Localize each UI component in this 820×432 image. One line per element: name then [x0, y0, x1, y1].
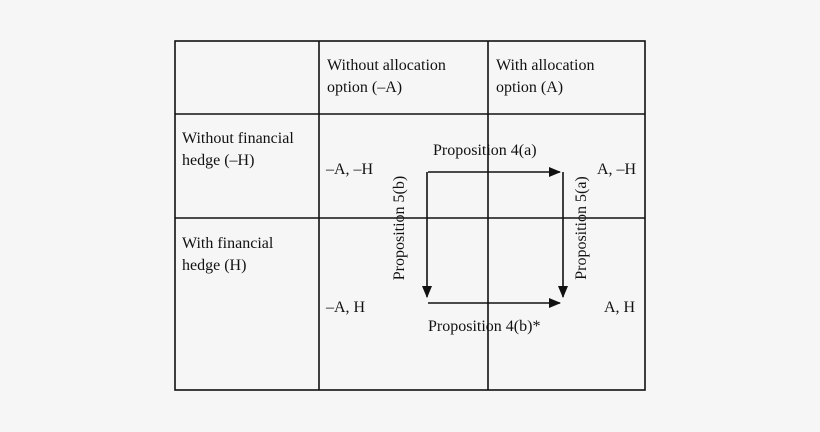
proposition-label-bottom: Proposition 4(b)*	[428, 318, 541, 335]
column-header-line: With allocation	[496, 57, 595, 74]
row-header-with-hedge: With financial hedge (H)	[182, 233, 316, 277]
state-label-top-right: A, –H	[597, 161, 637, 178]
column-header-line: option (–A)	[327, 79, 403, 96]
column-header-line: Without allocation	[327, 57, 446, 74]
proposition-label-left: Proposition 5(b)	[391, 175, 408, 281]
table-border	[174, 40, 646, 391]
row-header-without-hedge: Without financial hedge (–H)	[182, 128, 316, 172]
proposition-label-right: Proposition 5(a)	[573, 176, 590, 280]
state-label-bottom-right: A, H	[604, 299, 636, 316]
proposition-label-top: Proposition 4(a)	[433, 142, 537, 159]
row-header-line: Without financial	[182, 130, 294, 147]
row-header-line: hedge (–H)	[182, 152, 255, 169]
row-header-line: hedge (H)	[182, 257, 247, 274]
column-header-with-allocation: With allocation option (A)	[496, 55, 642, 99]
column-header-without-allocation: Without allocation option (–A)	[327, 55, 485, 99]
row-header-line: With financial	[182, 235, 274, 252]
state-label-bottom-left: –A, H	[326, 299, 366, 316]
column-header-line: option (A)	[496, 79, 564, 96]
state-label-top-left: –A, –H	[326, 161, 374, 178]
